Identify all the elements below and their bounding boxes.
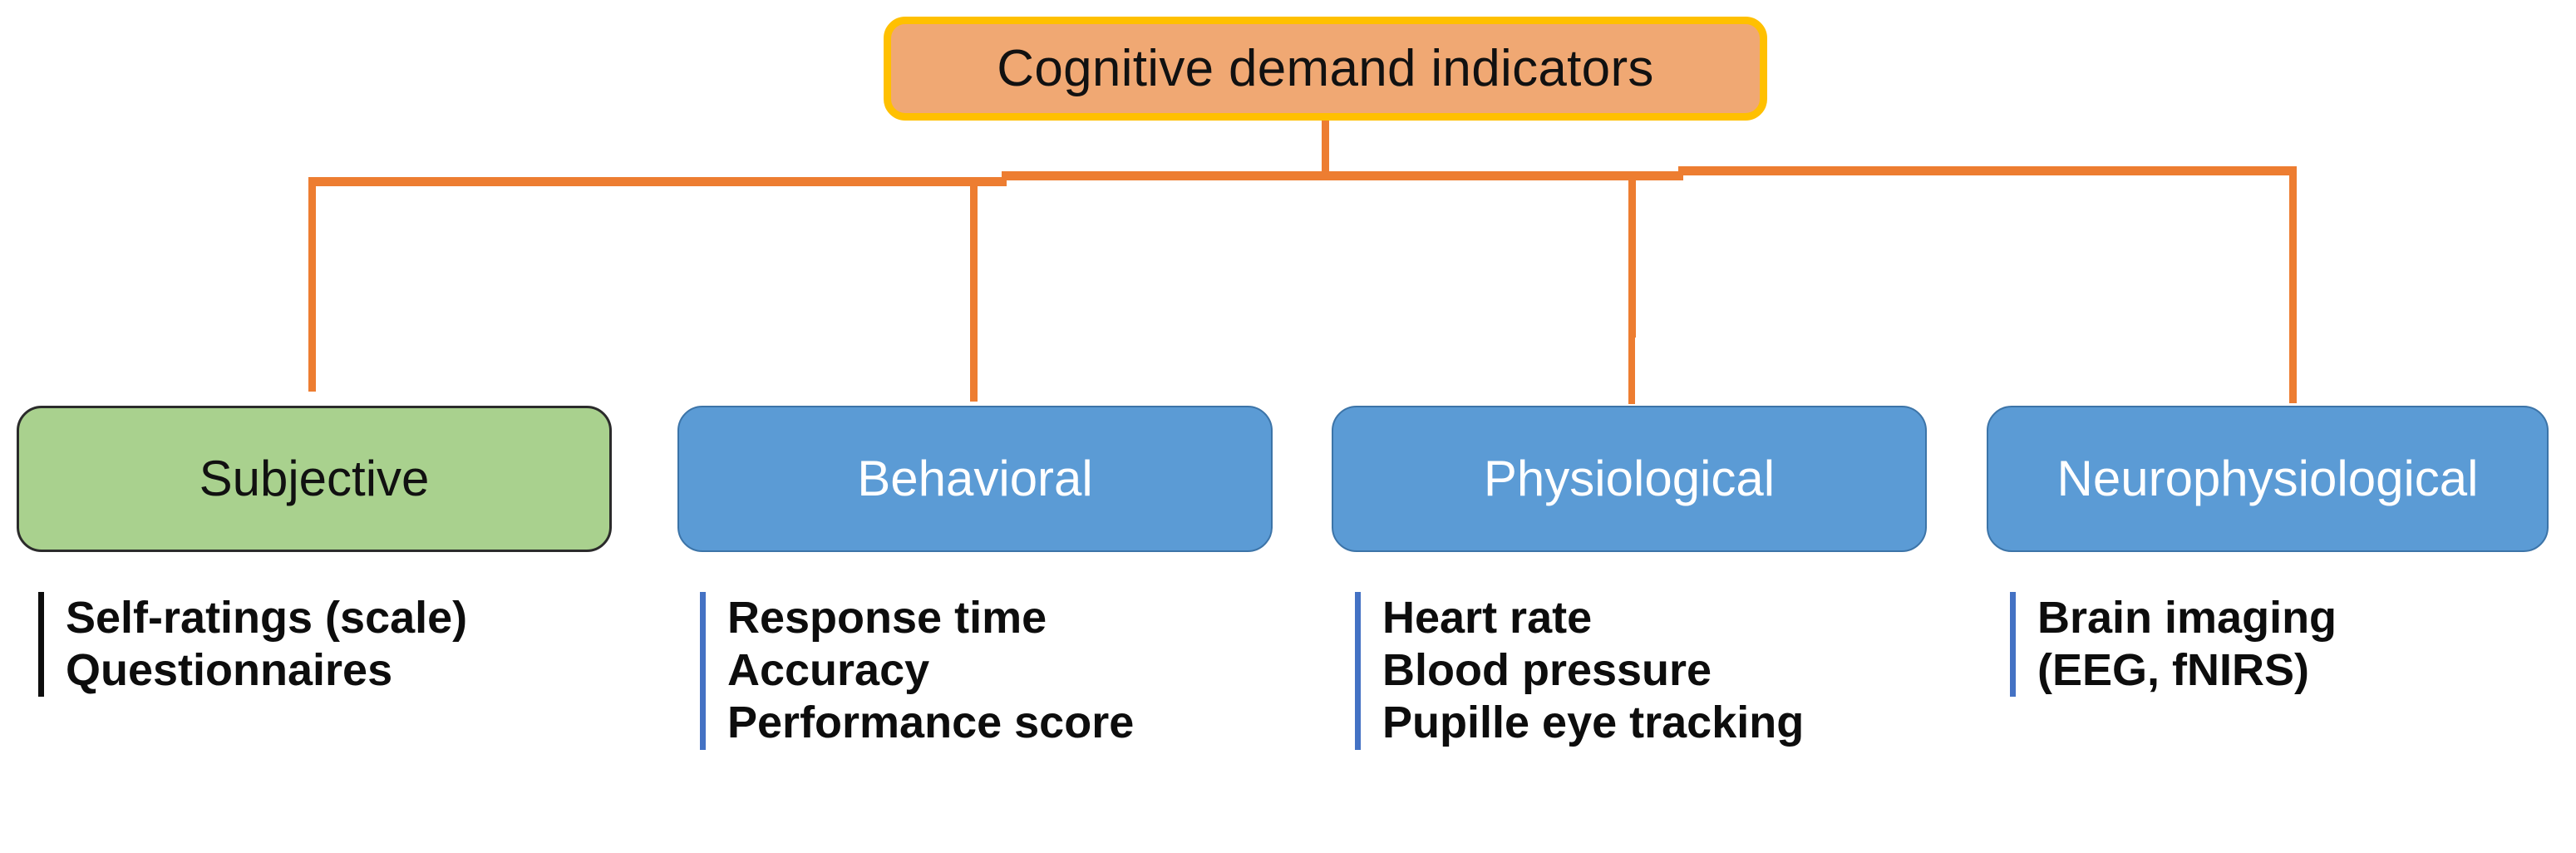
connector-root-stem	[1322, 121, 1329, 180]
connector-drop-physiological	[1628, 171, 1636, 338]
list-item: Heart rate	[1382, 593, 1593, 643]
category-label-physiological: Physiological	[1483, 451, 1776, 506]
list-item: Brain imaging	[2037, 593, 2337, 643]
connector-trunk-middle	[1002, 171, 1683, 180]
list-item: Pupille eye tracking	[1382, 698, 1805, 748]
list-item: Response time	[727, 593, 1047, 643]
list-item: (EEG, fNIRS)	[2037, 645, 2310, 696]
root-node-cognitive-demand-indicators: Cognitive demand indicators	[884, 17, 1767, 121]
list-item: Blood pressure	[1382, 645, 1712, 696]
category-label-neurophysiological: Neurophysiological	[2056, 451, 2479, 506]
indicator-list-neurophysiological: Brain imaging (EEG, fNIRS)	[2010, 592, 2559, 698]
list-item: Self-ratings (scale)	[66, 593, 468, 643]
connector-trunk-right	[1678, 166, 2297, 175]
list-item: Performance score	[727, 698, 1135, 748]
list-item: Accuracy	[727, 645, 930, 696]
category-box-behavioral: Behavioral	[677, 406, 1273, 552]
category-box-subjective: Subjective	[17, 406, 612, 552]
connector-drop-neurophysiological	[2289, 166, 2297, 403]
indicator-list-physiological: Heart rate Blood pressure Pupille eye tr…	[1355, 592, 1987, 750]
category-label-subjective: Subjective	[199, 451, 430, 506]
list-item: Questionnaires	[66, 645, 393, 696]
indicator-list-behavioral: Response time Accuracy Performance score	[700, 592, 1332, 750]
category-box-neurophysiological: Neurophysiological	[1987, 406, 2549, 552]
indicator-list-subjective: Self-ratings (scale) Questionnaires	[38, 592, 670, 698]
root-node-label: Cognitive demand indicators	[997, 39, 1654, 97]
connector-drop-behavioral	[970, 177, 978, 402]
connector-trunk-left	[308, 177, 1007, 186]
connector-drop-physiological-lower	[1628, 338, 1635, 404]
category-label-behavioral: Behavioral	[857, 451, 1093, 506]
category-box-physiological: Physiological	[1332, 406, 1927, 552]
connector-drop-subjective	[308, 177, 316, 392]
